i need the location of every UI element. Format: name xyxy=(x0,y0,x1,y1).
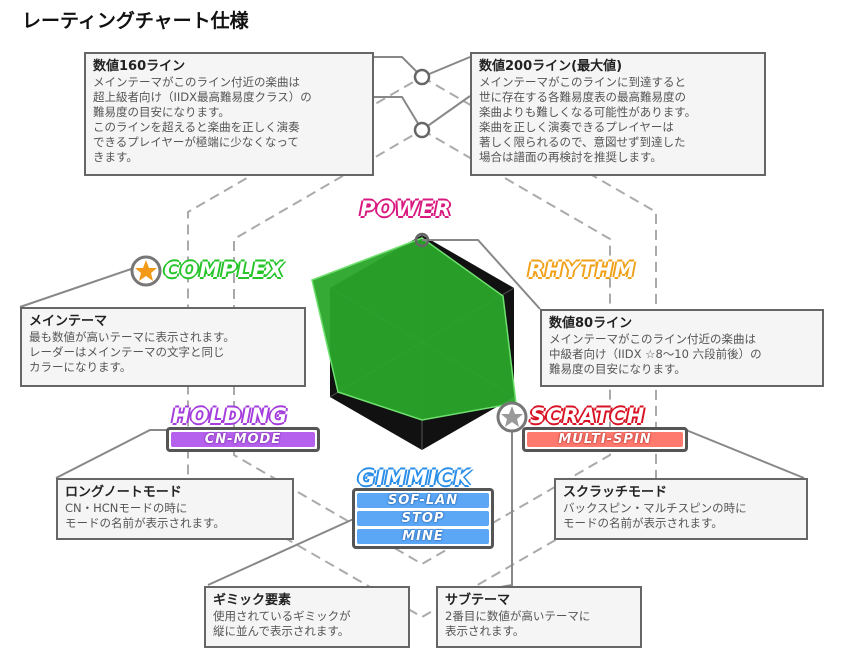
callout-heading: 数値160ライン xyxy=(93,59,186,74)
callout-text: CN・HCNモードの時に xyxy=(65,501,188,515)
callout-line80: 数値80ライン メインテーマがこのライン付近の楽曲は 中級者向け（IIDX ☆8… xyxy=(540,309,824,387)
main-theme-star-icon xyxy=(130,255,162,287)
gimmick-badge: SOF-LAN xyxy=(357,493,489,508)
callout-text: 使用されているギミックが xyxy=(213,609,351,623)
callout-sub-theme: サブテーマ 2番目に数値が高いテーマに 表示されます。 xyxy=(436,586,642,648)
gimmick-badge: STOP xyxy=(357,511,489,526)
callout-text: 難易度の目安になります。 xyxy=(93,105,230,119)
callout-heading: メインテーマ xyxy=(29,314,108,329)
callout-heading: 数値80ライン xyxy=(549,316,633,331)
scratch-badge-group: MULTI-SPIN xyxy=(522,427,688,452)
callout-heading: ギミック要素 xyxy=(213,593,292,608)
callout-text: レーダーはメインテーマの文字と同じ xyxy=(29,345,225,359)
callout-line160: 数値160ライン メインテーマがこのライン付近の楽曲は 超上級者向け（IIDX最… xyxy=(84,52,374,176)
callout-heading: スクラッチモード xyxy=(563,485,668,500)
callout-text: 表示されます。 xyxy=(445,624,525,638)
holding-mode-badge: CN-MODE xyxy=(171,432,315,447)
callout-heading: ロングノートモード xyxy=(65,485,182,500)
callout-text: 中級者向け（IIDX ☆8〜10 六段前後）の xyxy=(549,347,762,361)
callout-connectors xyxy=(19,56,805,599)
callout-text: きます。 xyxy=(93,150,138,164)
callout-line200: 数値200ライン(最大値) メインテーマがこのラインに到達すると 世に存在する各… xyxy=(470,52,766,176)
sub-theme-star-icon xyxy=(496,401,528,433)
axis-label-complex: COMPLEX xyxy=(164,258,285,282)
callout-text: 楽曲よりも難しくなる可能性があります。 xyxy=(479,105,697,119)
axis-label-gimmick: GIMMICK xyxy=(358,466,472,490)
callout-text: 2番目に数値が高いテーマに xyxy=(445,609,591,623)
callout-text: モードの名前が表示されます。 xyxy=(65,516,225,530)
callout-heading: 数値200ライン(最大値) xyxy=(479,59,623,74)
callout-text: 超上級者向け（IIDX最高難易度クラス）の xyxy=(93,90,312,104)
callout-text: メインテーマがこのラインに到達すると xyxy=(479,75,686,89)
axis-label-rhythm: RHYTHM xyxy=(528,258,636,282)
axis-label-power: POWER xyxy=(360,197,452,221)
callout-text: バックスピン・マルチスピンの時に xyxy=(563,501,747,515)
callout-text: 難易度の目安になります。 xyxy=(549,362,686,376)
scratch-mode-badge: MULTI-SPIN xyxy=(527,432,683,447)
callout-text: 世に存在する各難易度表の最高難易度の xyxy=(479,90,686,104)
axis-label-scratch: SCRATCH xyxy=(530,404,646,428)
radar-shape xyxy=(311,237,517,421)
callout-text: 縦に並んで表示されます。 xyxy=(213,624,350,638)
callout-main-theme: メインテーマ 最も数値が高いテーマに表示されます。 レーダーはメインテーマの文字… xyxy=(20,307,306,387)
callout-text: カラーになります。 xyxy=(29,360,132,374)
guide-hexagon-160 xyxy=(233,128,611,566)
callout-scratch-mode: スクラッチモード バックスピン・マルチスピンの時に モードの名前が表示されます。 xyxy=(554,478,808,540)
page-title: レーティングチャート仕様 xyxy=(22,10,249,32)
callout-text: モードの名前が表示されます。 xyxy=(563,516,723,530)
holding-badge-group: CN-MODE xyxy=(166,427,320,452)
callout-long-note: ロングノートモード CN・HCNモードの時に モードの名前が表示されます。 xyxy=(56,478,294,540)
callout-heading: サブテーマ xyxy=(445,593,511,608)
callout-text: 場合は譜面の再検討を推奨します。 xyxy=(479,150,662,164)
callout-text: メインテーマがこのライン付近の楽曲は xyxy=(93,75,300,89)
callout-text: できるプレイヤーが極端に少なくなって xyxy=(93,135,299,149)
marker-160 xyxy=(413,121,431,139)
callout-text: 著しく限られるので、意図せず到達した xyxy=(479,135,686,149)
marker-200 xyxy=(413,68,431,86)
axis-label-holding: HOLDING xyxy=(172,404,288,428)
gimmick-badge-group: SOF-LAN STOP MINE xyxy=(352,488,494,549)
guide-hexagon-200 xyxy=(187,75,657,619)
callout-gimmick: ギミック要素 使用されているギミックが 縦に並んで表示されます。 xyxy=(204,586,410,648)
callout-text: 最も数値が高いテーマに表示されます。 xyxy=(29,330,235,344)
callout-text: メインテーマがこのライン付近の楽曲は xyxy=(549,332,756,346)
callout-text: このラインを超えると楽曲を正しく演奏 xyxy=(93,120,300,134)
marker-80 xyxy=(414,232,430,248)
gimmick-badge: MINE xyxy=(357,529,489,544)
callout-text: 楽曲を正しく演奏できるプレイヤーは xyxy=(479,120,674,134)
